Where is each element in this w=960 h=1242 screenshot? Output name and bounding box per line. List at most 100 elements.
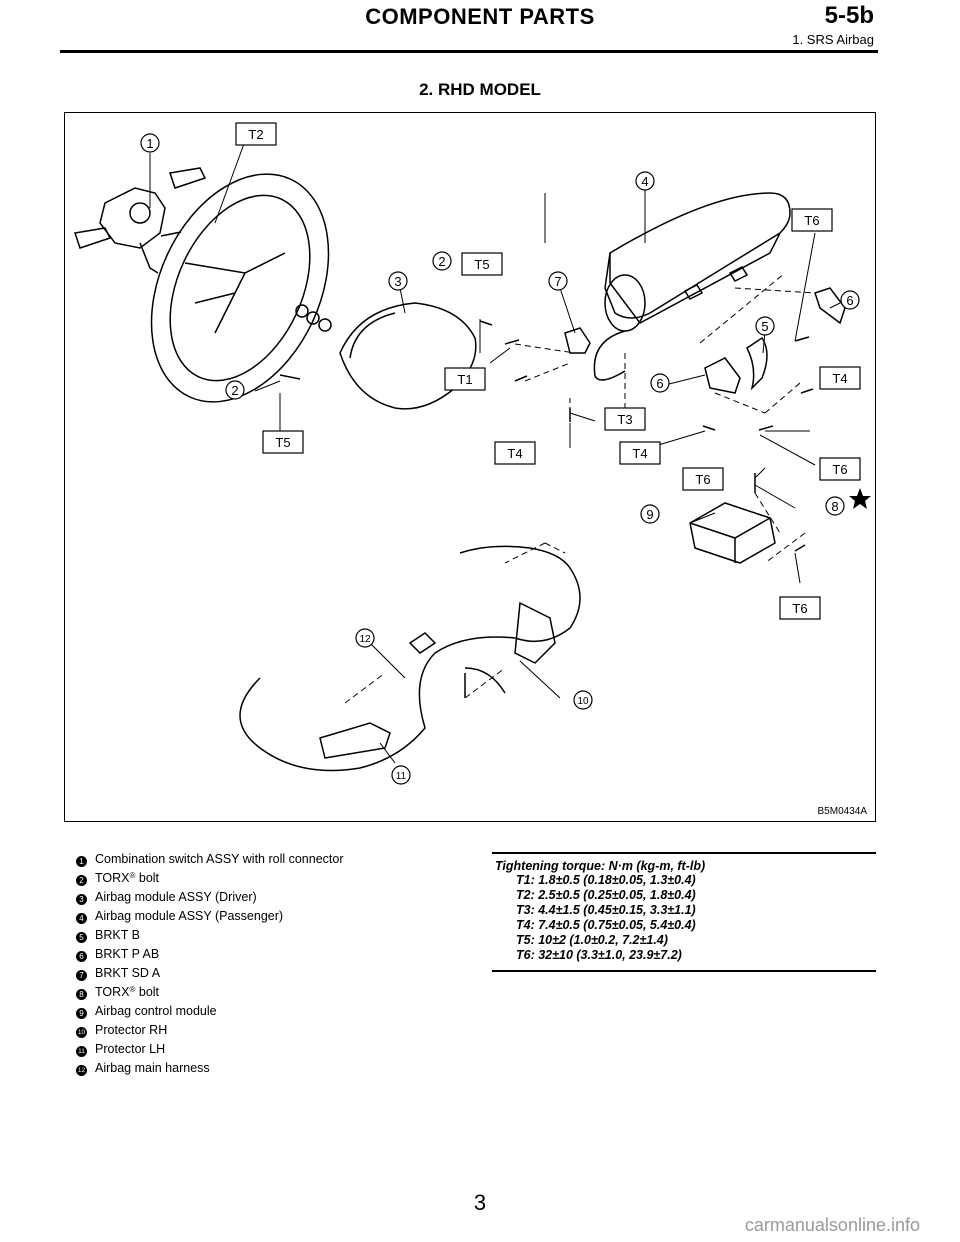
callout-2-top: 2 xyxy=(438,254,445,269)
combination-switch-drawing xyxy=(74,167,207,274)
torque-tag-labels: T2 T5 T6 T4 T1 T3 T5 T4 T4 T6 T6 T6 xyxy=(248,127,847,616)
tag-t3: T3 xyxy=(617,412,632,427)
legend-label: BRKT SD A xyxy=(95,966,161,980)
tag-t5-top: T5 xyxy=(474,257,489,272)
bolt-drawings xyxy=(279,320,814,552)
torque-row: T3: 4.4±1.5 (0.45±0.15, 3.3±1.1) xyxy=(516,903,696,917)
callout-1: 1 xyxy=(146,136,153,151)
callout-9: 9 xyxy=(646,507,653,522)
torque-row: T5: 10±2 (1.0±0.2, 7.2±1.4) xyxy=(516,933,668,947)
legend-item: 7 BRKT SD A xyxy=(74,966,474,985)
callout-8: 8 xyxy=(831,499,838,514)
legend-label: Airbag module ASSY (Passenger) xyxy=(95,909,284,923)
legend-number-badge: 10 xyxy=(76,1027,87,1038)
legend-number-badge: 3 xyxy=(74,890,89,905)
figure-code: B5M0434A xyxy=(817,806,867,817)
callout-6-bottom: 6 xyxy=(656,376,663,391)
torque-row: T1: 1.8±0.5 (0.18±0.05, 1.3±0.4) xyxy=(516,873,696,887)
legend-label: Airbag main harness xyxy=(95,1061,210,1075)
header-rule xyxy=(60,50,878,53)
torque-row: T2: 2.5±0.5 (0.25±0.05, 1.8±0.4) xyxy=(516,888,696,902)
torque-tag-boxes xyxy=(235,122,861,620)
registered-mark: ® xyxy=(129,871,136,880)
legend-suffix: bolt xyxy=(135,871,160,885)
legend-number-badge: 9 xyxy=(74,1004,89,1019)
legend-number-badge: 4 xyxy=(74,909,89,924)
legend-item: 5 BRKT B xyxy=(74,928,474,947)
registered-mark: ® xyxy=(129,985,136,994)
component-diagram: 1 2 3 4 5 6 6 7 8 9 10 11 12 2 T2 T5 xyxy=(64,112,876,822)
legend-item: 12 Airbag main harness xyxy=(74,1061,474,1080)
torque-heading: Tightening torque: N·m (kg-m, ft-lb) xyxy=(495,859,706,873)
legend-label: Protector LH xyxy=(95,1042,166,1056)
tag-t4-middle: T4 xyxy=(632,446,647,461)
legend-item: 3 Airbag module ASSY (Driver) xyxy=(74,890,474,909)
callout-3: 3 xyxy=(394,274,401,289)
harness-drawing xyxy=(239,545,581,772)
page-number: 3 xyxy=(473,1190,487,1215)
control-module-drawing xyxy=(689,502,776,564)
legend-number-badge: 5 xyxy=(74,928,89,943)
callout-10: 10 xyxy=(577,696,589,707)
tag-t2: T2 xyxy=(248,127,263,142)
dashed-assembly-lines xyxy=(344,272,816,704)
callout-6-top: 6 xyxy=(846,293,853,308)
bracket-drawings xyxy=(564,287,846,394)
tag-t6-middle: T6 xyxy=(695,472,710,487)
legend-item: 2 TORX® bolt xyxy=(74,871,474,890)
legend-label: Combination switch ASSY with roll connec… xyxy=(95,852,344,866)
section-number: 5-5b xyxy=(824,2,874,29)
tag-t6-top: T6 xyxy=(804,213,819,228)
star-icon xyxy=(849,488,871,509)
watermark: carmanualsonline.info xyxy=(744,1215,920,1235)
torque-row: T6: 32±10 (3.3±1.0, 23.9±7.2) xyxy=(516,948,682,962)
tag-t1: T1 xyxy=(457,372,472,387)
legend-label: Airbag control module xyxy=(95,1004,217,1018)
callout-5: 5 xyxy=(761,319,768,334)
legend-label: TORX xyxy=(95,871,130,885)
legend-number-badge: 8 xyxy=(74,985,89,1000)
callout-circles xyxy=(140,133,860,785)
legend-number-badge: 2 xyxy=(74,871,89,886)
legend-number-badge: 12 xyxy=(76,1065,87,1076)
legend-label: BRKT P AB xyxy=(95,947,160,961)
callout-numbers: 1 2 3 4 5 6 6 7 8 9 10 11 12 2 xyxy=(146,136,853,782)
legend-item: 10 Protector RH xyxy=(74,1023,474,1042)
legend-item: 6 BRKT P AB xyxy=(74,947,474,966)
legend-item: 11 Protector LH xyxy=(74,1042,474,1061)
torque-row: T4: 7.4±0.5 (0.75±0.05, 5.4±0.4) xyxy=(516,918,696,932)
legend-item: 9 Airbag control module xyxy=(74,1004,474,1023)
callout-4: 4 xyxy=(641,174,648,189)
legend-item: 8 TORX® bolt xyxy=(74,985,474,1004)
callout-2-left: 2 xyxy=(231,383,238,398)
legend-suffix: bolt xyxy=(135,985,160,999)
callout-11: 11 xyxy=(396,771,407,782)
subsection-title: 1. SRS Airbag xyxy=(792,32,874,47)
legend-label: Airbag module ASSY (Driver) xyxy=(95,890,257,904)
legend-number-badge: 1 xyxy=(74,852,89,867)
legend-item: 1 Combination switch ASSY with roll conne… xyxy=(74,852,474,871)
callout-7: 7 xyxy=(554,274,561,289)
legend-number-badge: 7 xyxy=(74,966,89,981)
section-title: 2. RHD MODEL xyxy=(419,80,541,99)
diagram-drawing: 1 2 3 4 5 6 6 7 8 9 10 11 12 2 T2 T5 xyxy=(74,122,871,785)
passenger-airbag-drawing xyxy=(593,192,791,381)
driver-airbag-drawing xyxy=(339,302,477,410)
tag-t4-right: T4 xyxy=(832,371,847,386)
legend-number-badge: 11 xyxy=(74,1042,89,1057)
steering-wheel-drawing xyxy=(150,173,332,403)
callout-12: 12 xyxy=(359,634,371,645)
legend-label: TORX xyxy=(95,985,130,999)
tag-t5-bottom: T5 xyxy=(275,435,290,450)
legend-label: BRKT B xyxy=(95,928,140,942)
header-title: COMPONENT PARTS xyxy=(365,4,595,29)
legend-number-badge: 6 xyxy=(74,947,89,962)
tag-t6-right: T6 xyxy=(832,462,847,477)
legend-label: Protector RH xyxy=(95,1023,168,1037)
tag-t6-bottom: T6 xyxy=(792,601,807,616)
torque-spec-box: Tightening torque: N·m (kg-m, ft-lb) T1:… xyxy=(492,852,876,972)
legend-item: 4 Airbag module ASSY (Passenger) xyxy=(74,909,474,928)
leader-lines xyxy=(149,140,841,764)
tag-t4-left: T4 xyxy=(507,446,522,461)
parts-legend: 1 Combination switch ASSY with roll conne… xyxy=(74,852,474,1080)
